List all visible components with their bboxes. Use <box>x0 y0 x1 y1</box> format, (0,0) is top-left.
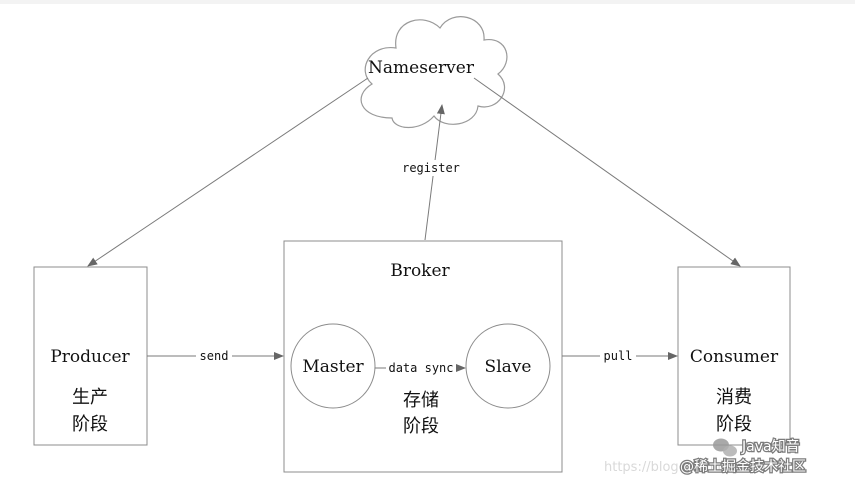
watermark-url: https://blog.csdn.net/u01 <box>604 460 768 475</box>
edge-nameserver-consumer <box>473 77 741 267</box>
producer-label: Producer <box>50 347 130 367</box>
register-label: register <box>402 161 460 175</box>
consumer-label: Consumer <box>690 347 779 367</box>
send-label-bg <box>196 349 232 363</box>
data-sync-label: data sync <box>388 361 453 375</box>
edge-nameserver-producer <box>87 77 369 267</box>
register-label-bg <box>396 160 462 176</box>
master-label: Master <box>302 357 364 377</box>
master-node <box>290 323 376 409</box>
watermark-community: @稀土掘金技术社区 <box>680 459 806 475</box>
data-sync-label-bg <box>386 361 456 375</box>
slave-label: Slave <box>485 357 532 377</box>
producer-box: Producer 生产 阶段 <box>33 266 148 446</box>
consumer-box: Consumer 消费 阶段 <box>677 266 791 446</box>
slave-node <box>465 323 551 409</box>
watermark-account: Java知音 <box>741 438 800 455</box>
nameserver-cloud: Nameserver <box>360 16 508 129</box>
broker-stage-line2: 阶段 <box>403 416 439 437</box>
top-border-line <box>0 0 855 4</box>
broker-stage-line1: 存储 <box>403 390 439 411</box>
send-label: send <box>200 349 229 363</box>
wechat-icon <box>713 438 737 457</box>
consumer-stage-line2: 阶段 <box>716 414 752 435</box>
producer-stage-line2: 阶段 <box>72 414 108 435</box>
broker-label: Broker <box>390 261 450 281</box>
pull-label: pull <box>604 349 633 363</box>
pull-label-bg <box>600 349 636 363</box>
nameserver-label: Nameserver <box>368 58 475 78</box>
consumer-stage-line1: 消费 <box>716 387 752 408</box>
watermark: Java知音 https://blog.csdn.net/u01 @稀土掘金技术… <box>604 437 807 477</box>
producer-stage-line1: 生产 <box>72 387 108 408</box>
broker-box: Broker Master Slave 存储 阶段 <box>283 240 563 473</box>
